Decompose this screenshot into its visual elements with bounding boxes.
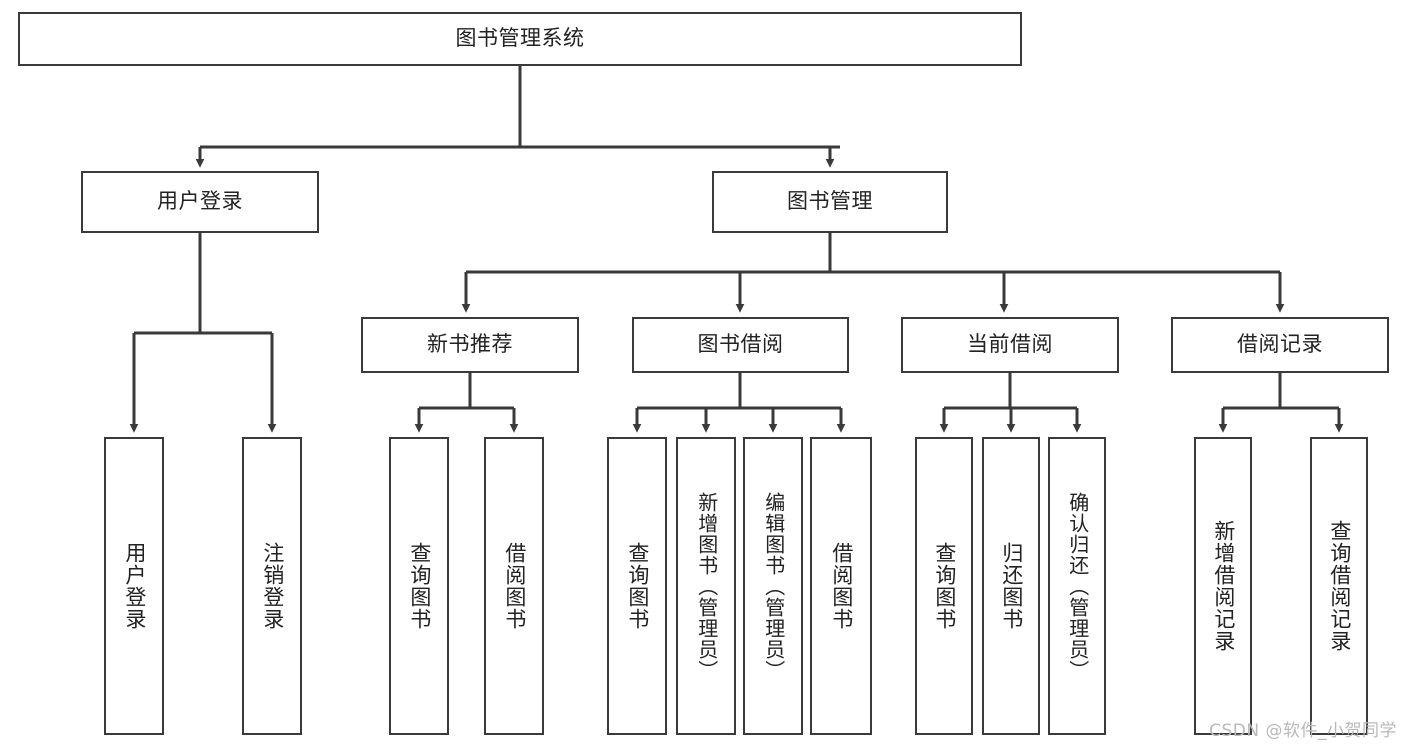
leaf-query-book-current[interactable]: 查询图书 [915, 437, 973, 735]
node-book-borrow-label: 图书借阅 [697, 332, 784, 357]
node-current-borrow[interactable]: 当前借阅 [901, 317, 1119, 373]
leaf-borrow-book-recommend[interactable]: 借阅图书 [484, 437, 544, 735]
leaf-add-borrow-record-label: 新增借阅记录 [1211, 520, 1236, 652]
leaf-borrow-book[interactable]: 借阅图书 [810, 437, 872, 735]
leaf-user-login[interactable]: 用户登录 [104, 437, 164, 735]
leaf-query-book-recommend[interactable]: 查询图书 [389, 437, 449, 735]
leaf-confirm-return-admin-label: 确认归还（管理员） [1065, 491, 1090, 681]
watermark: CSDN @软件_小贺同学 [1209, 721, 1397, 741]
node-borrow-record[interactable]: 借阅记录 [1171, 317, 1389, 373]
leaf-borrow-book-recommend-label: 借阅图书 [502, 542, 527, 630]
leaf-query-borrow-record-label: 查询借阅记录 [1327, 520, 1352, 652]
leaf-user-logout-label: 注销登录 [260, 542, 285, 630]
leaf-return-book-label: 归还图书 [999, 542, 1024, 630]
node-root-label: 图书管理系统 [455, 26, 585, 51]
node-user-login[interactable]: 用户登录 [81, 171, 319, 233]
leaf-query-book-current-label: 查询图书 [932, 542, 957, 630]
leaf-user-login-label: 用户登录 [122, 542, 147, 630]
leaf-user-logout[interactable]: 注销登录 [242, 437, 302, 735]
leaf-edit-book-admin-label: 编辑图书（管理员） [761, 491, 786, 681]
node-book-borrow[interactable]: 图书借阅 [632, 317, 849, 373]
leaf-borrow-book-label: 借阅图书 [829, 542, 854, 630]
leaf-edit-book-admin[interactable]: 编辑图书（管理员） [743, 437, 803, 735]
node-new-book-recommend-label: 新书推荐 [427, 332, 513, 357]
leaf-add-borrow-record[interactable]: 新增借阅记录 [1194, 437, 1252, 735]
leaf-query-book-label: 查询图书 [625, 542, 650, 630]
leaf-query-book[interactable]: 查询图书 [607, 437, 667, 735]
leaf-return-book[interactable]: 归还图书 [982, 437, 1040, 735]
leaf-confirm-return-admin[interactable]: 确认归还（管理员） [1048, 437, 1106, 735]
node-new-book-recommend[interactable]: 新书推荐 [361, 317, 579, 373]
node-user-login-label: 用户登录 [157, 189, 243, 214]
node-book-management[interactable]: 图书管理 [712, 171, 948, 233]
leaf-query-borrow-record[interactable]: 查询借阅记录 [1310, 437, 1368, 735]
node-current-borrow-label: 当前借阅 [967, 332, 1053, 357]
leaf-query-book-recommend-label: 查询图书 [407, 542, 432, 630]
node-book-management-label: 图书管理 [787, 189, 873, 214]
node-borrow-record-label: 借阅记录 [1237, 332, 1323, 357]
leaf-add-book-admin-label: 新增图书（管理员） [694, 491, 719, 681]
node-root[interactable]: 图书管理系统 [18, 12, 1022, 66]
leaf-add-book-admin[interactable]: 新增图书（管理员） [676, 437, 736, 735]
